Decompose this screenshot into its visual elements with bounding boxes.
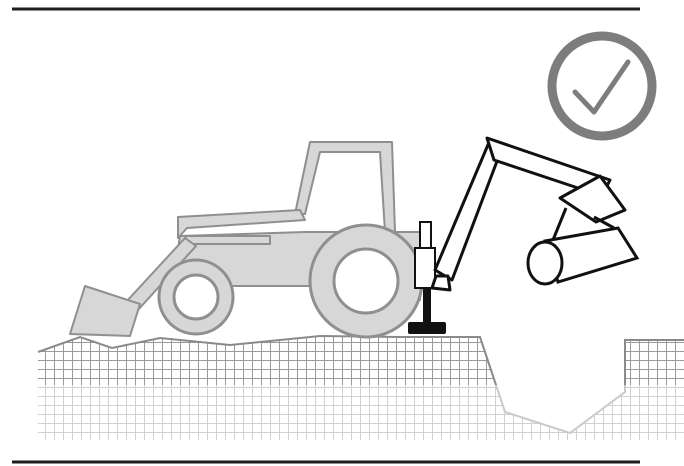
ground-terrain [36,336,684,445]
check-mark-icon [552,36,652,136]
front-wheel [159,260,233,334]
suspended-pipe [528,208,637,284]
rear-wheel [310,225,422,337]
